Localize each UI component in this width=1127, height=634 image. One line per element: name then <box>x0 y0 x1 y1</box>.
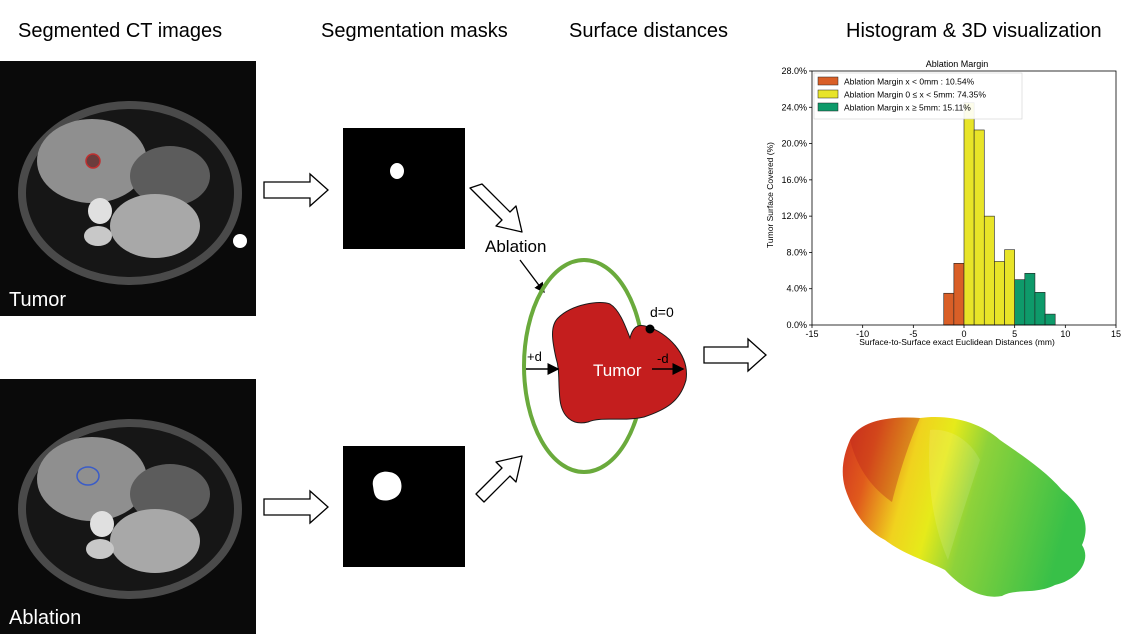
histogram-bar <box>973 129 985 326</box>
header-histogram: Histogram & 3D visualization <box>846 20 1102 42</box>
tumor-shape <box>552 302 687 424</box>
3d-shading <box>850 417 920 502</box>
y-tick-label: 16.0% <box>781 175 807 185</box>
ablation-pointer <box>519 259 545 294</box>
ct-image-tumor: Tumor <box>0 61 256 316</box>
legend-entry: Ablation Margin 0 ≤ x < 5mm: 74.35% <box>844 90 986 100</box>
x-tick-label: 0 <box>961 329 966 339</box>
d0-label: d=0 <box>650 304 674 320</box>
header-distances: Surface distances <box>569 20 728 42</box>
histogram-bar <box>1014 279 1026 326</box>
surface-distance-diagram: Ablation Tumor d=0 +d -d <box>485 237 687 474</box>
y-tick-label: 20.0% <box>781 139 807 149</box>
legend-swatch <box>817 102 839 112</box>
legend-entry: Ablation Margin x ≥ 5mm: 15.11% <box>844 103 971 113</box>
y-tick-label: 4.0% <box>786 284 807 294</box>
d0-point <box>645 324 655 334</box>
histogram-bar <box>1024 272 1036 326</box>
x-tick-label: 15 <box>1111 329 1121 339</box>
histogram-bar <box>963 102 975 326</box>
y-tick-label: 0.0% <box>786 320 807 330</box>
arrow-ct-to-mask-bottom <box>263 489 329 525</box>
mask-tumor <box>343 128 465 249</box>
plus-d-label: +d <box>527 349 542 364</box>
legend-box <box>813 72 1023 120</box>
histogram-bar <box>953 263 965 326</box>
ablation-margin-3d-visualization <box>842 416 1086 597</box>
legend-swatch <box>817 89 839 99</box>
tumor-label: Tumor <box>593 361 642 380</box>
ct-label-ablation: Ablation <box>9 607 81 629</box>
y-tick-label: 24.0% <box>781 102 807 112</box>
y-tick-label: 28.0% <box>781 66 807 76</box>
ablation-margin-histogram: Ablation Margin Tumor Surface Covered (%… <box>765 59 1121 347</box>
legend-swatch <box>817 76 839 86</box>
3d-surface <box>842 416 1086 597</box>
chart-legend: Ablation Margin x < 0mm : 10.54% Ablation… <box>813 72 1023 120</box>
y-tick-label: 12.0% <box>781 211 807 221</box>
ct-label-tumor: Tumor <box>9 289 66 311</box>
minus-d-label: -d <box>657 351 669 366</box>
x-tick-label: -5 <box>909 329 917 339</box>
x-tick-label: -10 <box>856 329 869 339</box>
x-tick-label: 10 <box>1060 329 1070 339</box>
x-tick-label: 5 <box>1012 329 1017 339</box>
chart-title: Ablation Margin <box>926 59 989 69</box>
arrow-ct-to-mask-top <box>263 172 329 208</box>
histogram-bar <box>983 215 995 326</box>
x-tick-label: -15 <box>805 329 818 339</box>
chart-xlabel: Surface-to-Surface exact Euclidean Dista… <box>859 337 1055 347</box>
ablation-label: Ablation <box>485 237 546 256</box>
mask-ablation <box>343 446 465 567</box>
chart-ylabel: Tumor Surface Covered (%) <box>765 142 775 248</box>
histogram-bar <box>943 292 955 326</box>
y-tick-label: 8.0% <box>786 247 807 257</box>
header-masks: Segmentation masks <box>321 20 508 42</box>
histogram-bar <box>1004 249 1015 326</box>
ct-image-ablation: Ablation <box>0 379 256 634</box>
header-ct: Segmented CT images <box>18 20 223 42</box>
arrow-mask-to-distance-top <box>469 183 523 233</box>
3d-shading-mid <box>929 429 980 560</box>
arrow-mask-to-distance-bottom <box>475 455 523 503</box>
histogram-bar <box>1034 292 1046 326</box>
plot-frame <box>811 70 1117 326</box>
histogram-bar <box>1044 313 1056 326</box>
histogram-bar <box>994 261 1005 326</box>
legend-entry: Ablation Margin x < 0mm : 10.54% <box>844 77 975 87</box>
arrow-distance-to-histogram <box>703 337 767 373</box>
